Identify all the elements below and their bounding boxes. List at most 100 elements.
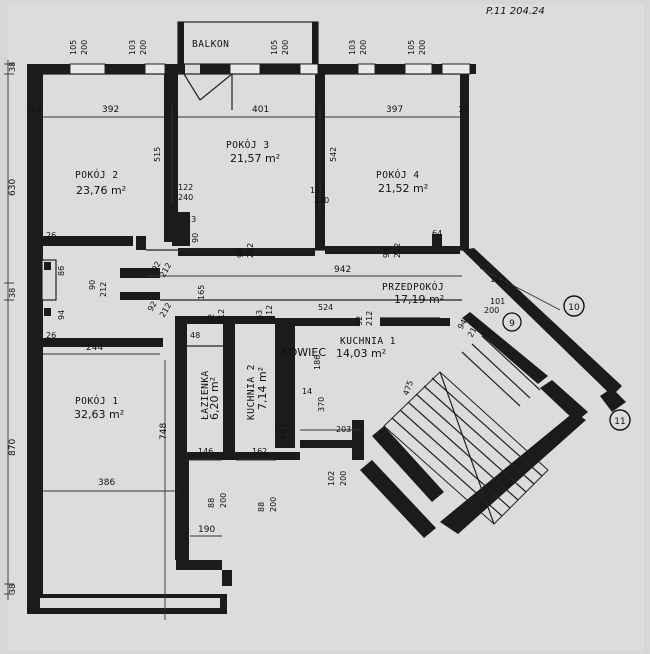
dim-94-b: 94: [57, 310, 66, 320]
dim-left-870: 870: [8, 439, 18, 456]
dim-524: 524: [318, 303, 333, 312]
room-kuchnia2-name: KUCHNIA 2: [246, 364, 257, 420]
dim-26: 26: [46, 231, 56, 240]
dim-94-a: 94: [382, 248, 391, 258]
dim-left-38-mid: 38: [8, 288, 17, 298]
dim-212-g: 212: [265, 305, 274, 320]
dim-14: 14: [302, 387, 312, 396]
dim-122-a: 122: [178, 183, 193, 192]
dim-212-b: 212: [393, 243, 402, 258]
top-window-1-width: 105: [69, 40, 78, 55]
section-markers: 10 11 9: [502, 295, 631, 431]
staircase: [383, 335, 549, 525]
dim-113: 113: [490, 275, 505, 284]
top-window-1-height: 200: [80, 40, 89, 55]
dim-left-630: 630: [8, 179, 18, 196]
room-przedpokoj-area: 17,19 m²: [394, 293, 444, 306]
room-pokoj2-name: POKÓJ 2: [75, 169, 119, 181]
dim-90-b: 90: [236, 248, 245, 258]
dim-26-b: 26: [46, 331, 56, 340]
room-kuchnia2-area: 7,14 m²: [256, 367, 269, 410]
balcony-door-swings: [183, 73, 233, 110]
dim-102: 102: [327, 471, 336, 486]
dim-244: 244: [86, 343, 103, 353]
room-pokoj4-area: 21,52 m²: [378, 182, 428, 195]
dim-441: 441: [279, 423, 289, 440]
marker-9: [502, 312, 522, 332]
room-pokoj1-name: POKÓJ 1: [75, 395, 119, 407]
dim-212-c: 212: [99, 282, 108, 297]
room-lazienka-area: 6,20 m²: [208, 377, 221, 420]
dim-left-38-bot: 38: [8, 584, 17, 594]
dim-48: 48: [190, 331, 200, 340]
room-outlines: [43, 73, 462, 347]
dim-165: 165: [197, 285, 206, 300]
top-window-3-height: 200: [281, 40, 290, 55]
room-pokoj4-name: POKÓJ 4: [376, 169, 420, 181]
marker-11-label: 11: [614, 417, 625, 427]
dim-90-c: 90: [88, 280, 97, 290]
dim-92-d: 92: [355, 316, 364, 326]
handwritten-note: P.11 204.24: [486, 6, 545, 17]
dim-13: 13: [186, 215, 196, 224]
dim-64: 64: [432, 229, 442, 238]
room-kuchnia1-area: 14,03 m²: [336, 347, 386, 360]
top-window-2-width: 103: [128, 40, 137, 55]
dim-386: 386: [98, 478, 115, 488]
balcony-label: BALKON: [192, 39, 229, 50]
dim-200-d: 200: [269, 497, 278, 512]
dim-370: 370: [317, 397, 326, 412]
dim-92-c: 92: [207, 314, 216, 324]
dim-392: 392: [102, 105, 119, 115]
room-pokoj2-area: 23,76 m²: [76, 184, 126, 197]
room-kuchnia1-name: KUCHNIA 1: [340, 336, 396, 347]
room-pokoj3-name: POKÓJ 3: [226, 139, 270, 151]
left-dimensions: 38 630 38 870 38: [8, 62, 18, 594]
dim-200-c: 200: [219, 493, 228, 508]
top-window-5-height: 200: [418, 40, 427, 55]
dim-90-a: 90: [191, 233, 200, 243]
dimension-lines: [4, 60, 561, 620]
marker-10-label: 10: [568, 303, 580, 313]
top-window-5-width: 105: [407, 40, 416, 55]
dim-25: 25: [31, 105, 41, 114]
room-labels: POKÓJ 2 23,76 m² POKÓJ 3 21,57 m² POKÓJ …: [74, 139, 444, 421]
dim-200-b: 200: [339, 471, 348, 486]
room-lazienka-name: ŁAZIENKA: [200, 370, 211, 421]
paper-sheet: [8, 4, 644, 650]
dim-240-a: 240: [178, 193, 193, 202]
dim-542: 542: [329, 147, 338, 162]
top-window-4-height: 200: [359, 40, 368, 55]
room-pokoj1-area: 32,63 m²: [74, 408, 124, 421]
dim-101: 101: [490, 297, 505, 306]
dim-190: 190: [198, 525, 215, 535]
dim-397: 397: [386, 105, 403, 115]
dim-401: 401: [252, 105, 269, 115]
dim-240-b: 240: [314, 196, 329, 205]
dim-212-a: 212: [246, 243, 255, 258]
dim-942: 942: [334, 265, 351, 275]
dim-212-f: 212: [217, 309, 226, 324]
room-przedpokoj-name: PRZEDPOKÓJ: [382, 281, 444, 293]
dim-12: 12: [458, 105, 468, 114]
interior-dimensions: 25 392 401 397 12 515 542 122 240 122 24…: [31, 105, 505, 535]
dim-92-a: 92: [150, 260, 163, 273]
dim-92-b: 92: [146, 300, 159, 313]
dim-200-a: 200: [484, 306, 499, 315]
top-window-dimensions: 105 200 103 200 105 200 103 200 105 200: [69, 40, 427, 55]
marker-10: [563, 295, 585, 317]
dim-162: 162: [252, 447, 267, 456]
top-window-4-width: 103: [348, 40, 357, 55]
dim-203: 203: [336, 425, 351, 434]
marker-11: [609, 409, 631, 431]
watermark: KOWIEC: [282, 346, 326, 359]
dim-748: 748: [159, 423, 169, 440]
dim-88-a: 88: [207, 498, 216, 508]
dim-88-b: 88: [257, 502, 266, 512]
dim-left-38-top: 38: [8, 62, 17, 72]
dim-186: 186: [313, 355, 322, 370]
dim-63: 63: [255, 310, 264, 320]
dim-212-h: 212: [365, 311, 374, 326]
top-window-2-height: 200: [139, 40, 148, 55]
